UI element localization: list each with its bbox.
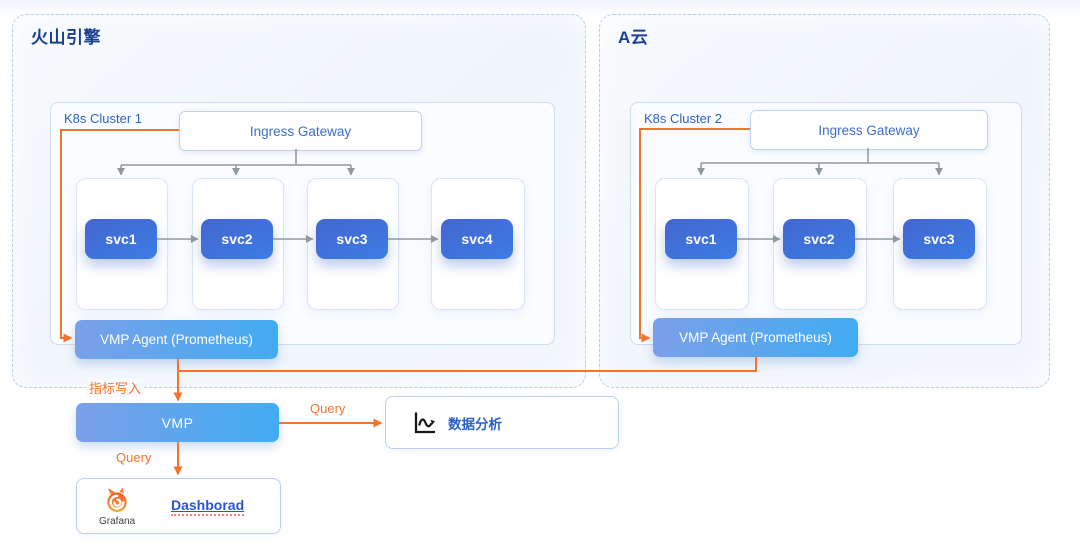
- ingress-gateway-2: Ingress Gateway: [750, 110, 988, 150]
- service-box: svc2: [201, 219, 273, 259]
- ingress-gateway-2-label: Ingress Gateway: [818, 122, 920, 138]
- data-analysis-node: 数据分析: [385, 396, 619, 449]
- vmp-agent-2: VMP Agent (Prometheus): [653, 318, 858, 357]
- service-label: svc4: [461, 231, 493, 247]
- service-label: svc3: [923, 231, 955, 247]
- cluster-2-label: K8s Cluster 2: [644, 111, 723, 126]
- service-label: svc1: [105, 231, 137, 247]
- service-label: svc2: [803, 231, 835, 247]
- vmp-node: VMP: [76, 403, 279, 442]
- dashboard-link[interactable]: Dashborad: [171, 497, 245, 516]
- query-label-analysis: Query: [310, 401, 346, 416]
- metrics-write-label: 指标写入: [86, 378, 145, 397]
- service-box: svc3: [316, 219, 388, 259]
- ingress-gateway-1-label: Ingress Gateway: [249, 123, 352, 139]
- grafana-brand: Grafana: [99, 485, 135, 527]
- cloud-title-a-cloud: A云: [618, 28, 649, 47]
- service-box: svc3: [903, 219, 975, 259]
- service-box: svc1: [85, 219, 157, 259]
- service-label: svc3: [336, 231, 368, 247]
- cloud-title-volcano: 火山引擎: [31, 28, 101, 47]
- service-box: svc1: [665, 219, 737, 259]
- grafana-label: Grafana: [99, 516, 136, 527]
- line-chart-icon: [414, 412, 435, 433]
- service-label: svc1: [685, 231, 717, 247]
- cluster-1-label: K8s Cluster 1: [64, 111, 143, 126]
- query-label-dashboard: Query: [116, 450, 152, 465]
- vmp-agent-1-label: VMP Agent (Prometheus): [100, 332, 253, 347]
- service-label: svc2: [221, 231, 253, 247]
- vmp-agent-1: VMP Agent (Prometheus): [75, 320, 278, 359]
- vmp-node-label: VMP: [161, 414, 194, 431]
- grafana-dashboard-node: Grafana Dashborad: [76, 478, 281, 534]
- service-box: svc2: [783, 219, 855, 259]
- service-box: svc4: [441, 219, 513, 259]
- ingress-gateway-1: Ingress Gateway: [179, 111, 422, 151]
- grafana-icon: [107, 487, 127, 512]
- vmp-agent-2-label: VMP Agent (Prometheus): [679, 330, 832, 345]
- data-analysis-label: 数据分析: [448, 416, 502, 432]
